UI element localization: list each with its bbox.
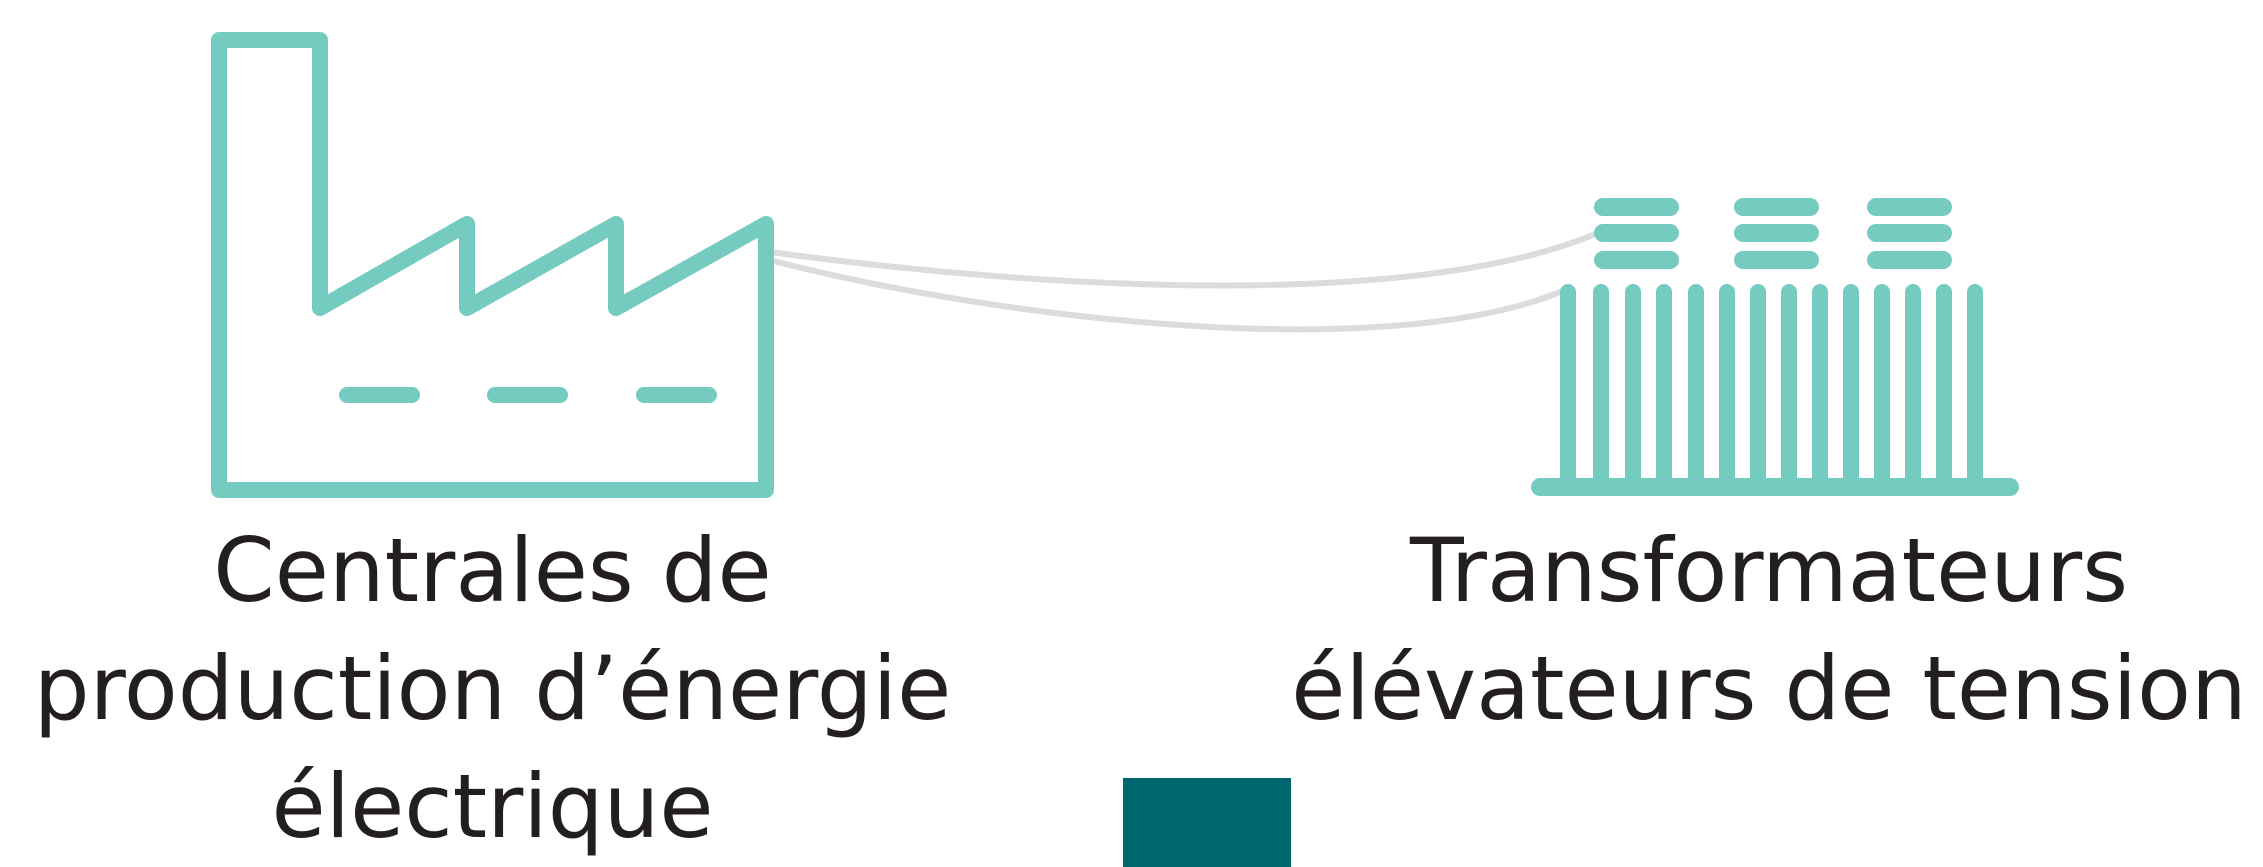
power-lines [767, 229, 1603, 333]
power-line-upper [767, 229, 1603, 289]
transformer-insulators [1594, 198, 1952, 269]
teal-block [1123, 778, 1291, 867]
transformer-label: Transformateurs élévateurs de tension [1275, 512, 2263, 748]
transformer-fins [1560, 284, 1983, 486]
plant-label: Centrales de production d’énergie électr… [0, 512, 985, 866]
transformer-label-line-1: Transformateurs [1409, 519, 2129, 622]
power-line-lower [767, 257, 1568, 333]
plant-label-line-1: Centrales de [213, 519, 772, 622]
plant-label-line-2: production d’énergie [33, 637, 952, 740]
factory-icon [211, 32, 774, 498]
plant-label-line-3: électrique [271, 755, 714, 858]
factory-outline [211, 32, 774, 498]
transformer-icon [1531, 198, 2019, 496]
transformer-label-line-2: élévateurs de tension [1291, 637, 2247, 740]
